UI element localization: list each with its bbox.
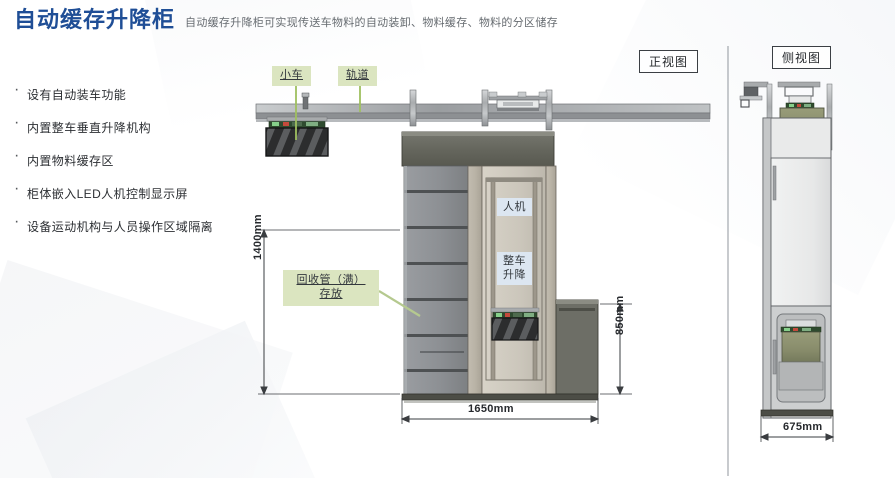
rail-support-posts: [409, 89, 553, 131]
side-control-box: [555, 299, 599, 395]
dimension-label-1650: 1650mm: [468, 403, 514, 415]
page-subtitle: 自动缓存升降柜可实现传送车物料的自动装卸、物料缓存、物料的分区储存: [185, 17, 558, 30]
side-door-panel: [770, 157, 832, 307]
list-item: 内置物料缓存区: [10, 148, 240, 169]
cabinet-right-column: [545, 165, 557, 395]
callout-storage-label-line1: 回收管（满）: [296, 274, 366, 286]
side-view-group: [739, 81, 835, 442]
dimension-label-850: 850mm: [614, 295, 626, 335]
dimension-850: [600, 302, 632, 396]
shelf-stack: [403, 165, 469, 395]
callout-rail: 轨道: [338, 66, 377, 86]
front-view-group: [255, 82, 711, 424]
cabinet-base: [401, 393, 599, 401]
callout-cart: 小车: [272, 66, 311, 86]
list-item: 柜体嵌入LED人机控制显示屏: [10, 181, 240, 202]
callout-storage-label-line2: 存放: [319, 287, 343, 300]
badge-side-view: 侧视图: [772, 46, 832, 69]
callout-lift-label-line2: 升降: [503, 269, 526, 282]
trolley-cart: [265, 92, 329, 157]
dimension-1400: [258, 228, 400, 396]
callout-cart-label: 小车: [280, 69, 303, 81]
callout-storage: 回收管（满） 存放: [283, 270, 379, 306]
list-item: 设备运动机构与人员操作区域隔离: [10, 214, 240, 235]
callout-rail-label: 轨道: [346, 69, 369, 81]
dimension-675: [759, 416, 835, 442]
dimension-1650: [400, 398, 600, 424]
side-bottom-module: [781, 331, 821, 363]
callout-hmi: 人机: [497, 198, 532, 217]
header: 自动缓存升降柜 自动缓存升降柜可实现传送车物料的自动装卸、物料缓存、物料的分区储…: [14, 7, 558, 32]
badge-front-view: 正视图: [639, 50, 699, 73]
list-item: 设有自动装车功能: [10, 82, 240, 103]
cabinet-top-cap: [401, 131, 555, 167]
cabinet-base-shadow: [404, 400, 596, 403]
feature-list: 设有自动装车功能 内置整车垂直升降机构 内置物料缓存区 柜体嵌入LED人机控制显…: [10, 82, 240, 251]
callout-lift-label-line1: 整车: [503, 255, 526, 267]
side-door-handle: [772, 165, 777, 201]
page-title: 自动缓存升降柜: [14, 7, 176, 32]
callout-hmi-label: 人机: [503, 201, 526, 213]
callout-lift: 整车 升降: [497, 252, 532, 285]
dimension-label-675: 675mm: [783, 421, 823, 433]
leader-line-storage: [378, 290, 421, 317]
side-base: [760, 409, 834, 417]
cabinet-top-highlight: [402, 132, 554, 136]
cabinet-divider-column: [467, 165, 483, 395]
dimension-label-1400: 1400mm: [252, 214, 264, 260]
list-item: 内置整车垂直升降机构: [10, 115, 240, 136]
